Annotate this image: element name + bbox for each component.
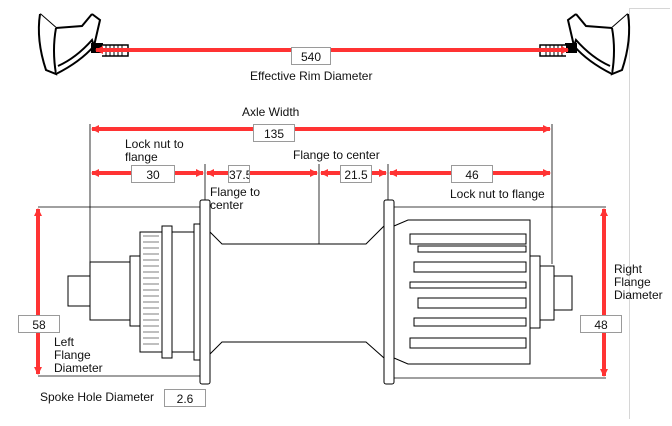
- rim-diameter-label: Effective Rim Diameter: [250, 69, 373, 83]
- left-locknut-label-line2: flange: [125, 150, 158, 164]
- right-locknut-value: 46: [451, 165, 493, 183]
- left-flange-diameter-value: 58: [18, 315, 60, 333]
- rim-diameter-value: 540: [291, 47, 331, 65]
- hub-body: [67, 199, 573, 385]
- right-flange-center-value: 21.5: [340, 165, 372, 183]
- spoke-hole-diameter-label: Spoke Hole Diameter: [40, 390, 155, 404]
- left-rim-section-icon: [37, 13, 129, 76]
- right-flange-diameter-label-line3: Diameter: [614, 288, 663, 302]
- left-flange-center-label-line1: Flange to: [210, 185, 261, 199]
- left-flange-diameter-label-line3: Diameter: [54, 361, 103, 375]
- left-flange-center-label-line2: center: [210, 198, 244, 212]
- axle-width-value: 135: [253, 124, 295, 142]
- right-rim-section-icon: [539, 13, 631, 76]
- left-flange-diameter-label-line2: Flange: [54, 348, 91, 362]
- dimension-arrows: [34, 46, 608, 377]
- right-flange-diameter-label-line1: Right: [614, 262, 643, 276]
- left-flange-center-value: 37.5: [228, 165, 250, 183]
- left-flange-diameter-label-line1: Left: [54, 335, 75, 349]
- extension-lines: [38, 124, 606, 379]
- right-flange-diameter-label-line2: Flange: [614, 275, 651, 289]
- axle-width-label: Axle Width: [242, 105, 300, 119]
- right-flange-diameter-value: 48: [580, 315, 622, 333]
- right-flange-center-label: Flange to center: [293, 148, 380, 162]
- left-locknut-label-line1: Lock nut to: [125, 137, 184, 151]
- panel-frame: [629, 8, 670, 419]
- spoke-hole-diameter-value: 2.6: [164, 389, 206, 407]
- right-locknut-label: Lock nut to flange: [450, 187, 545, 201]
- left-locknut-value: 30: [131, 165, 175, 183]
